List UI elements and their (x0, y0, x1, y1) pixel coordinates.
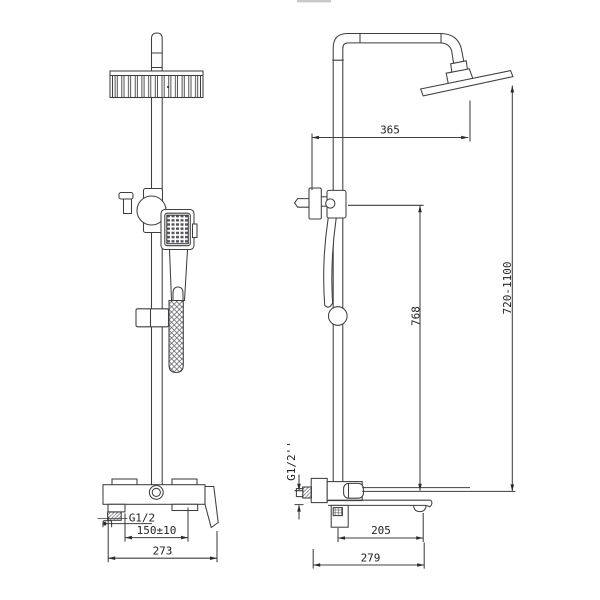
pipe-joint-side (327, 306, 348, 326)
shelf-spout-side (328, 499, 433, 528)
bracket-lever-front (122, 196, 133, 215)
dimension-label-outlet-thread: G1/2 (129, 511, 156, 524)
front-view: G1/2 150±10 273 (97, 32, 219, 563)
mixer-lever-front (204, 485, 219, 529)
hand-shower-nozzle-grid (166, 214, 189, 245)
riser-pipe-side (332, 32, 465, 482)
shower-hose-front (168, 299, 184, 374)
side-view: 365 768 720-1100 205 279 G1/2' (285, 32, 516, 569)
mixer-body-front (97, 478, 219, 529)
mixer-body-side (295, 477, 516, 504)
hose-clamp-front (135, 308, 170, 328)
dimension-label-height-range: 720-1100 (501, 262, 514, 315)
mixer-wall-flange-side (310, 477, 328, 504)
rain-shower-head-front (109, 70, 204, 99)
outlet-thread-front (107, 511, 122, 521)
front-dimensions: G1/2 150±10 273 (103, 507, 218, 563)
hand-shower-front (160, 208, 198, 302)
shower-arm-side (419, 60, 514, 97)
dimension-label-arm-reach: 365 (380, 124, 400, 137)
wall-bracket-side (293, 187, 347, 220)
bracket-knob-side (325, 198, 336, 209)
side-dimensions: 365 768 720-1100 205 279 G1/2' (285, 85, 515, 569)
head-center-mark (167, 86, 169, 88)
outlet-spout-front (102, 520, 113, 528)
shower-pole-front (150, 32, 163, 485)
hand-shower-side (323, 217, 337, 308)
cropped-watermark-remnant (297, 0, 331, 3)
dimension-label-riser-height: 768 (410, 306, 423, 326)
dimension-label-spout-reach: 205 (371, 524, 391, 537)
hand-shower-handle-front (168, 248, 189, 302)
spout-tip-side (426, 499, 433, 508)
wall-thread-nipple-side (302, 486, 312, 499)
rain-shower-head-side (419, 69, 514, 97)
wall-flange-side (308, 187, 322, 220)
dimension-label-body-width: 273 (153, 544, 173, 557)
dimension-label-wall-thread: G1/2'' (285, 441, 298, 481)
slider-bracket-front (118, 187, 167, 234)
dimension-label-total-depth: 279 (361, 551, 381, 564)
dimension-label-inlet-spacing: 150±10 (137, 524, 177, 537)
bracket-pin-side (293, 198, 310, 208)
mixer-knob-side (343, 482, 364, 499)
hand-shower-clip (191, 223, 198, 239)
spout-outlet-side (413, 505, 427, 513)
